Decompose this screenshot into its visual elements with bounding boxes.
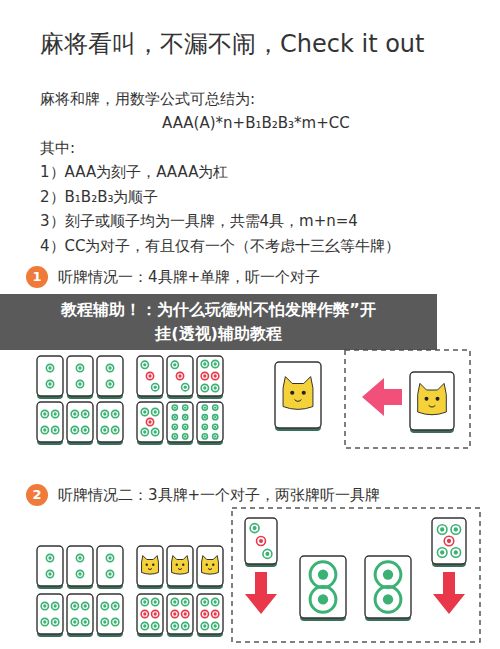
- mahjong-tile: [167, 594, 193, 637]
- cat-tile: [167, 546, 193, 589]
- cat-tile: [275, 362, 321, 431]
- section-heading: 2 听牌情况二：3具牌+一个对子，两张牌听一具牌: [26, 484, 380, 506]
- mahjong-tile: [37, 546, 63, 589]
- cat-tile: [137, 546, 163, 589]
- formula-note: AAA(A)*n+B₁B₂B₃*m+CC: [162, 114, 350, 132]
- mahjong-tile: [137, 402, 163, 445]
- section-title: 听牌情况二：3具牌+一个对子，两张牌听一具牌: [58, 486, 380, 505]
- mahjong-tile: [97, 402, 123, 445]
- mahjong-tile: [97, 594, 123, 637]
- callout-number: 1: [26, 266, 48, 288]
- cat-tile: [410, 372, 454, 433]
- formula-note: 4）CC为对子，有且仅有一个（不考虑十三幺等牛牌）: [40, 237, 401, 256]
- watermark-text: 教程辅助！：为什么玩德州不怕发牌作弊”开挂(透视)辅助教程: [0, 294, 437, 350]
- mahjong-tile: [97, 546, 123, 589]
- callout-number: 2: [26, 484, 48, 506]
- mahjong-tile: [432, 518, 466, 567]
- mahjong-tile: [37, 402, 63, 445]
- mahjong-tile: [97, 356, 123, 399]
- section-title: 听牌情况一：4具牌+单牌，听一个对子: [58, 268, 320, 287]
- red-arrow: [245, 572, 277, 614]
- mahjong-tile: [137, 594, 163, 637]
- mahjong-tile: [67, 546, 93, 589]
- page-title: 麻将看叫，不漏不闹，Check it out: [40, 28, 424, 60]
- mahjong-tile: [197, 402, 223, 445]
- cat-tile: [197, 546, 223, 589]
- red-arrow: [433, 572, 465, 614]
- formula-note: 麻将和牌，用数学公式可总结为:: [40, 90, 255, 109]
- mahjong-tile: [197, 356, 223, 399]
- watermark-band: 教程辅助！：为什么玩德州不怕发牌作弊”开挂(透视)辅助教程: [0, 294, 437, 350]
- formula-note: 2）B₁B₂B₃为顺子: [40, 188, 158, 207]
- mahjong-tile: [37, 594, 63, 637]
- mahjong-tile: [245, 518, 277, 567]
- mahjong-tile: [67, 594, 93, 637]
- pink-arrow: [362, 378, 402, 416]
- mahjong-tile: [37, 356, 63, 399]
- dashed-frame: [232, 508, 480, 642]
- mahjong-tile: [137, 356, 163, 399]
- mahjong-tile: [365, 556, 411, 621]
- formula-note: 3）刻子或顺子均为一具牌，共需4具，m+n=4: [40, 212, 358, 231]
- mahjong-tile: [167, 356, 193, 399]
- mahjong-tile: [67, 402, 93, 445]
- section-heading: 1 听牌情况一：4具牌+单牌，听一个对子: [26, 266, 320, 288]
- mahjong-tile: [300, 556, 346, 621]
- mahjong-tile: [197, 594, 223, 637]
- mahjong-tile: [67, 356, 93, 399]
- formula-note: 其中:: [40, 139, 75, 158]
- mahjong-tile: [167, 402, 193, 445]
- dashed-frame: [345, 350, 470, 448]
- formula-note: 1）AAA为刻子，AAAA为杠: [40, 163, 228, 182]
